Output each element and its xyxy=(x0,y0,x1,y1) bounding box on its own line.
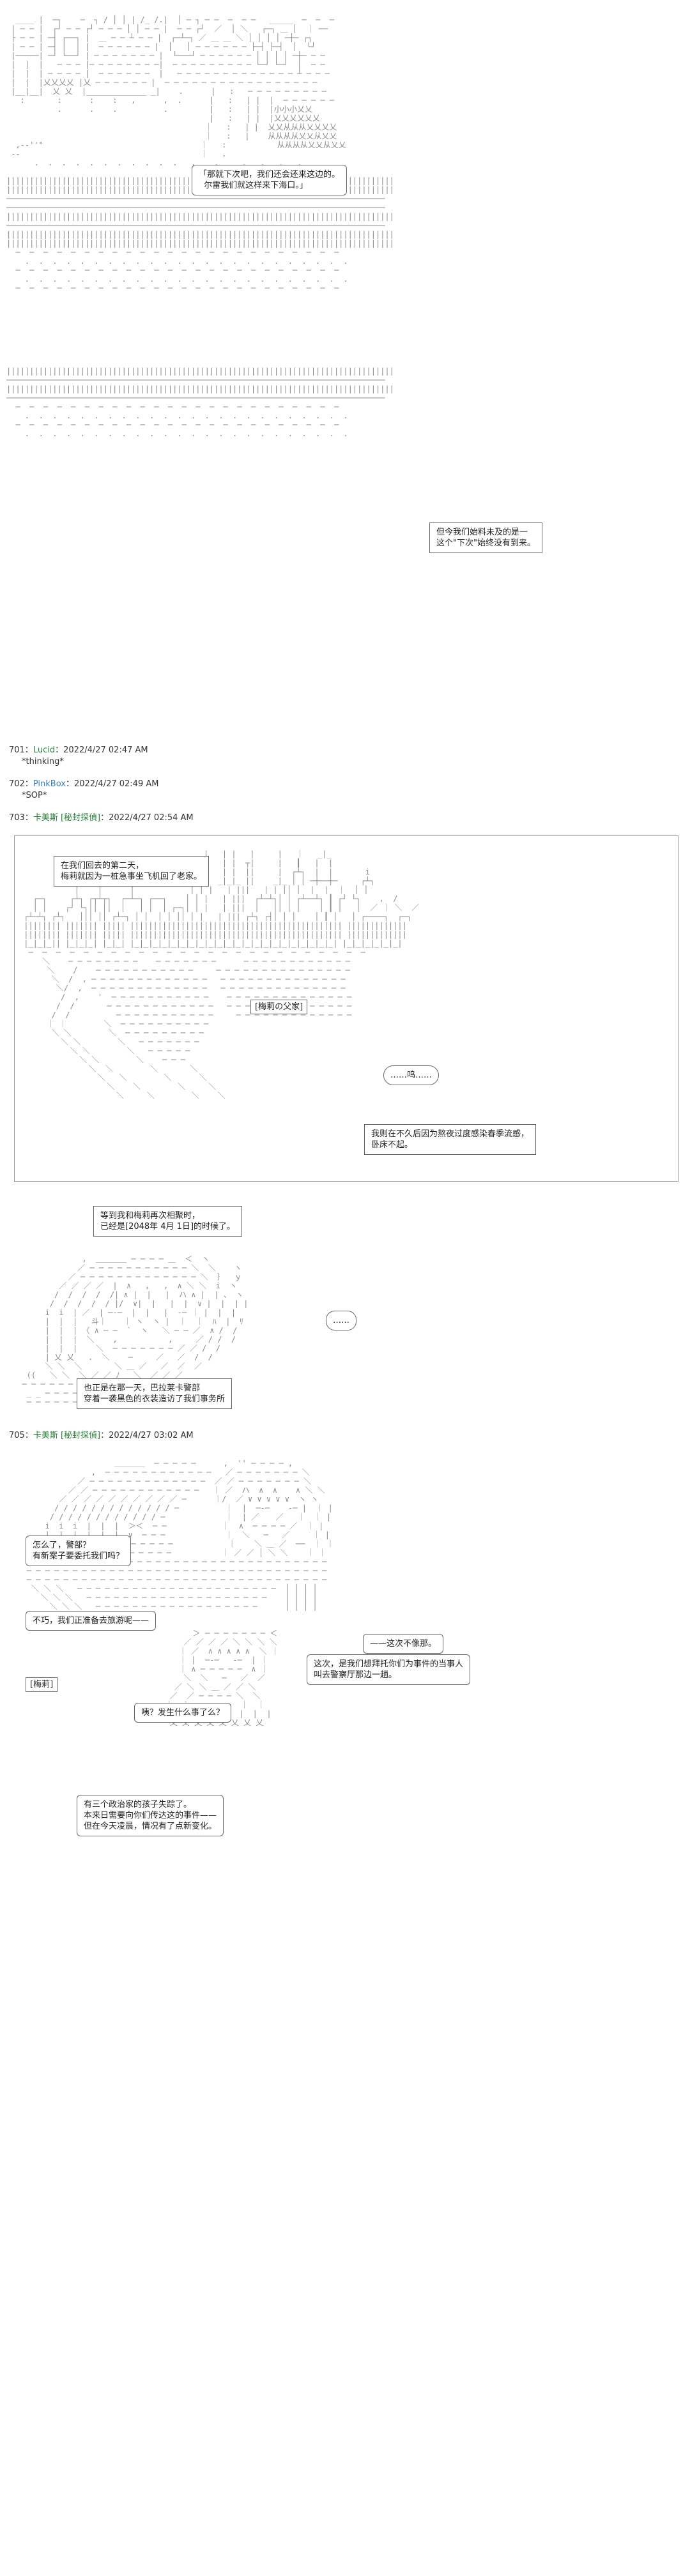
poster-name[interactable]: 卡美斯 [秘封探偵] xyxy=(33,1431,101,1440)
speech-bubble-police-request: 这次，是我们想拜托你们为事件的当事人 叫去警察厅那边一趟。 xyxy=(307,1654,471,1685)
speech-bubble-what-case: 怎么了，警部？ 有新案子要委托我们吗？ xyxy=(26,1536,132,1566)
post-header-702: 702：PinkBox：2022/4/27 02:49 AM xyxy=(9,779,159,789)
narration-officer-visit: 也正是在那一天，巴拉莱卡警部 穿着一袭黑色的衣装造访了我们事务所 xyxy=(77,1378,233,1409)
narration-flu: 我则在不久后因为熬夜过度感染春季流感， 卧床不起。 xyxy=(364,1124,537,1155)
narration-second-day: 在我们回去的第二天， 梅莉就因为一桩急事坐飞机回了老家。 xyxy=(54,856,210,887)
post-header-701: 701：Lucid：2022/4/27 02:47 AM xyxy=(9,745,148,755)
speech-bubble-not-like-that: ——这次不像那。 xyxy=(363,1634,444,1654)
ascii-art-city-skyline: | | | | | ｜ _|_ ┬ | | ┬| | ┃ | | | | | |… xyxy=(24,850,419,1100)
speaker-tag-merry: [梅莉] xyxy=(26,1677,58,1692)
post-header-703: 703：卡美斯 [秘封探偵]：2022/4/27 02:54 AM xyxy=(9,813,194,823)
speech-bubble-next-time: 「那就下次吧，我们还会还来这边的。 尔雷我们就这样来下海口。」 xyxy=(192,165,348,195)
panel-frame-2 xyxy=(14,835,678,1182)
ascii-art-police-officer: , ＿＿＿＿ ─ ─ ─ ─ ＿ ＜ ヽ ／ ─ ─ ─ ─ ─ ─ ─ ─ ─… xyxy=(22,1254,249,1406)
narration-reunion: 等到我和梅莉再次相聚时， 已经是[2048年 4月 1日]的时候了。 xyxy=(93,1206,243,1237)
speech-bubble-going-travel: 不巧，我们正准备去旅游呢—— xyxy=(26,1611,157,1631)
poster-name[interactable]: Lucid xyxy=(33,745,56,755)
speech-bubble-sniffle: ……呜…… xyxy=(383,1065,440,1085)
sign-merry-family-home: [梅莉の父家] xyxy=(250,1000,308,1014)
ascii-art-cityscape-top: ____ | ─┐ ─ ┐ / │ │ | /_ /.| │ ─ ┐ ─ ─ ─… xyxy=(6,15,394,293)
ascii-art-office-scene: ＿＿＿＿ ─ ─ ─ ─ ─ , '' ─ ─ ─ ─ , , ─ ─ ─ ─ … xyxy=(26,1459,335,1727)
speech-bubble-what-happened: 咦？发生什么事了么？ xyxy=(134,1703,232,1723)
ascii-art-lower-lines: ||||||||||||||||||||||||||||||||||||||||… xyxy=(6,367,394,438)
poster-name[interactable]: 卡美斯 [秘封探偵] xyxy=(33,813,101,823)
speech-bubble-missing-children: 有三个政治家的孩子失踪了。 本来日需要向你们传达这的事件—— 但在今天凌晨，情况… xyxy=(77,1795,224,1836)
post-body-701: *thinking* xyxy=(22,757,64,766)
speech-bubble-silence: …… xyxy=(326,1311,356,1330)
narration-next-time: 但今我们始料未及的是一 这个"下次"始终没有到来。 xyxy=(429,522,542,553)
post-body-702: *SOP* xyxy=(22,791,47,800)
poster-name[interactable]: PinkBox xyxy=(33,779,66,789)
post-header-705: 705：卡美斯 [秘封探偵]：2022/4/27 03:02 AM xyxy=(9,1431,194,1440)
